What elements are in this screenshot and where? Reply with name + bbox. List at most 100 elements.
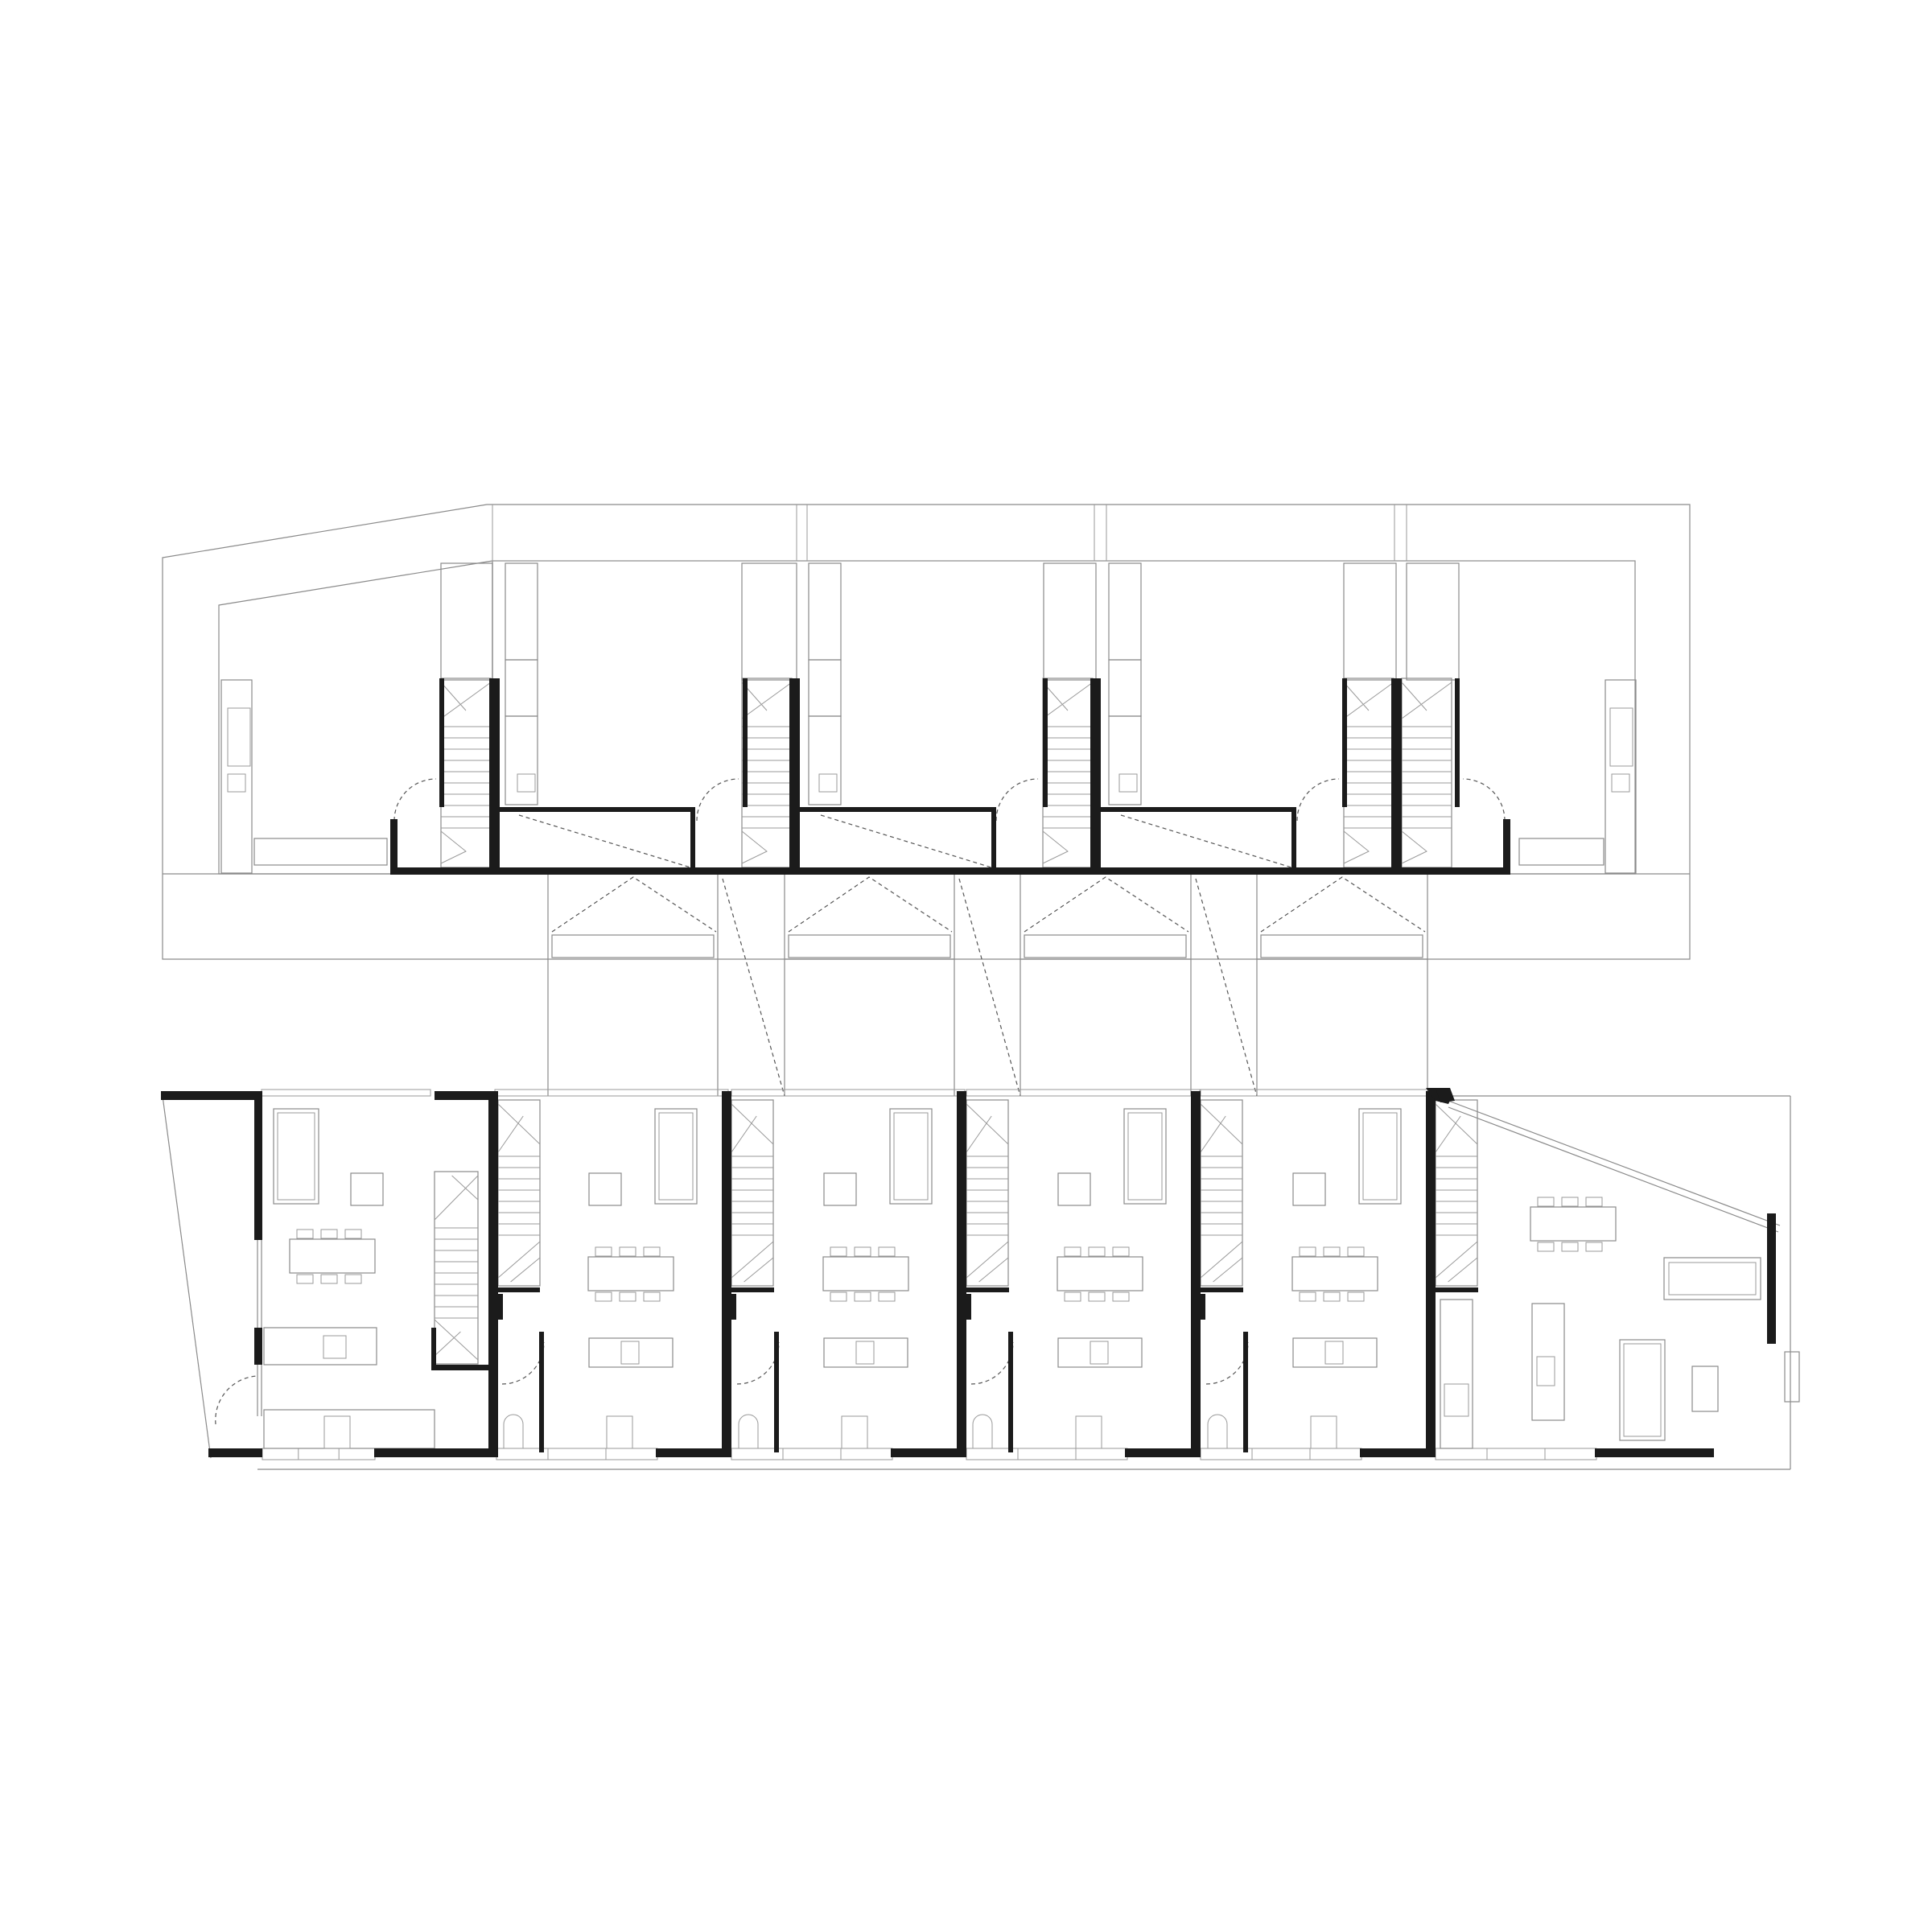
door-swing-5 bbox=[1462, 778, 1506, 822]
ground-stair-3 bbox=[966, 1099, 1009, 1287]
front-window-5 bbox=[1200, 1089, 1435, 1097]
chair bbox=[1585, 1242, 1603, 1252]
ground-stairs bbox=[434, 1099, 1478, 1365]
kitchen-island-4 bbox=[1292, 1337, 1378, 1368]
upper-stair-winder bbox=[1042, 682, 1094, 719]
upper-terrace-box-2 bbox=[784, 874, 955, 960]
cupboard bbox=[841, 1415, 868, 1449]
cupboard bbox=[1310, 1415, 1337, 1449]
chair bbox=[643, 1246, 661, 1257]
wc-pan bbox=[503, 1414, 524, 1448]
upper-stair-landing bbox=[1401, 830, 1427, 864]
rear-window-5 bbox=[1200, 1448, 1362, 1460]
right-kitchen-island bbox=[1531, 1303, 1565, 1421]
ground-stair-winder bbox=[966, 1103, 1009, 1153]
chair bbox=[619, 1246, 636, 1257]
ground-stair-winder bbox=[1435, 1103, 1478, 1153]
overhang-dash-2 bbox=[788, 876, 953, 933]
upper-stair-landing bbox=[440, 830, 467, 864]
chair bbox=[1064, 1246, 1081, 1257]
upper-stair-winder bbox=[1401, 682, 1452, 719]
right-sink bbox=[1536, 1356, 1555, 1386]
right-sofa bbox=[1663, 1257, 1761, 1300]
upper-stair-winder bbox=[1343, 682, 1394, 719]
upper-walls bbox=[390, 678, 1510, 875]
ground-stair-2 bbox=[731, 1099, 774, 1287]
sink bbox=[855, 1341, 875, 1365]
basin-5 bbox=[1611, 773, 1630, 793]
rear-window-3 bbox=[731, 1448, 893, 1460]
sofa-1 bbox=[654, 1108, 698, 1205]
upper-terrace-box-4 bbox=[1256, 874, 1428, 960]
sink bbox=[1090, 1341, 1109, 1365]
ground-stair-1 bbox=[497, 1099, 541, 1287]
door-swing-4 bbox=[1296, 778, 1340, 822]
chair bbox=[878, 1291, 896, 1302]
chair bbox=[1561, 1197, 1579, 1207]
basin-1 bbox=[227, 773, 246, 793]
right-glazing bbox=[1448, 1100, 1781, 1233]
chair bbox=[830, 1291, 847, 1302]
armchair-4 bbox=[1292, 1172, 1326, 1206]
upper-site-outline bbox=[162, 504, 1691, 960]
ground-stair-landing bbox=[1200, 1241, 1243, 1283]
basin-2 bbox=[517, 773, 536, 793]
upper-stair-5 bbox=[1401, 678, 1452, 868]
wc-pan bbox=[972, 1414, 993, 1448]
rear-door-3 bbox=[782, 1448, 842, 1460]
ground-stair-4 bbox=[1200, 1099, 1243, 1287]
upper-cupboards bbox=[220, 562, 1637, 874]
sofa-cushion bbox=[1362, 1112, 1398, 1201]
chair bbox=[1537, 1197, 1555, 1207]
wc-door-swing bbox=[736, 1341, 780, 1385]
sink bbox=[620, 1341, 640, 1365]
ground-stair-landing bbox=[966, 1241, 1009, 1283]
shower-1 bbox=[227, 707, 251, 767]
rear-window-1 bbox=[262, 1448, 376, 1460]
front-window-3 bbox=[731, 1089, 966, 1097]
wc-door-swing bbox=[1205, 1341, 1249, 1385]
upper-building-outline bbox=[218, 560, 493, 875]
ground-stair-winder bbox=[731, 1103, 774, 1153]
upper-stair-landing bbox=[1042, 830, 1069, 864]
ground-floor-plan bbox=[161, 878, 1800, 1470]
sofa-2 bbox=[889, 1108, 933, 1205]
wc-pan bbox=[738, 1414, 759, 1448]
chair bbox=[1299, 1246, 1316, 1257]
right-rug-inner bbox=[1623, 1343, 1662, 1437]
door-swing-1 bbox=[393, 778, 437, 822]
balcony-dash-2 bbox=[820, 814, 992, 868]
front-window-1 bbox=[261, 1089, 431, 1097]
right-bay bbox=[1784, 1351, 1800, 1403]
right-dining-table bbox=[1530, 1206, 1617, 1242]
balcony-dash-1 bbox=[518, 814, 691, 868]
chair bbox=[854, 1291, 871, 1302]
chair bbox=[1585, 1197, 1603, 1207]
door-swing-2 bbox=[696, 778, 739, 822]
sofa-cushion bbox=[1127, 1112, 1163, 1201]
wc-door-swing bbox=[501, 1341, 545, 1385]
wc-pan bbox=[1207, 1414, 1228, 1448]
chair bbox=[595, 1246, 612, 1257]
chair bbox=[1299, 1291, 1316, 1302]
rear-door-5 bbox=[1251, 1448, 1311, 1460]
ground-stair-winder bbox=[1200, 1103, 1243, 1153]
chair bbox=[320, 1274, 338, 1284]
upper-stair-3 bbox=[1042, 678, 1094, 868]
yard-lines bbox=[257, 959, 1791, 1470]
planter-4 bbox=[1260, 934, 1423, 958]
cupboard bbox=[1075, 1415, 1102, 1449]
right-rug bbox=[1619, 1339, 1666, 1441]
ground-stair-landing bbox=[497, 1241, 541, 1283]
chair bbox=[619, 1291, 636, 1302]
upper-floor-plan bbox=[162, 504, 1691, 960]
rear-window-2 bbox=[496, 1448, 658, 1460]
gate-dash-2 bbox=[958, 878, 1021, 1097]
front-window-4 bbox=[966, 1089, 1201, 1097]
chair bbox=[344, 1229, 362, 1239]
right-sofa-cushion bbox=[1668, 1262, 1757, 1296]
upper-stair-2 bbox=[741, 678, 793, 868]
rear-door-2 bbox=[547, 1448, 607, 1460]
kitchen-island-2 bbox=[823, 1337, 908, 1368]
